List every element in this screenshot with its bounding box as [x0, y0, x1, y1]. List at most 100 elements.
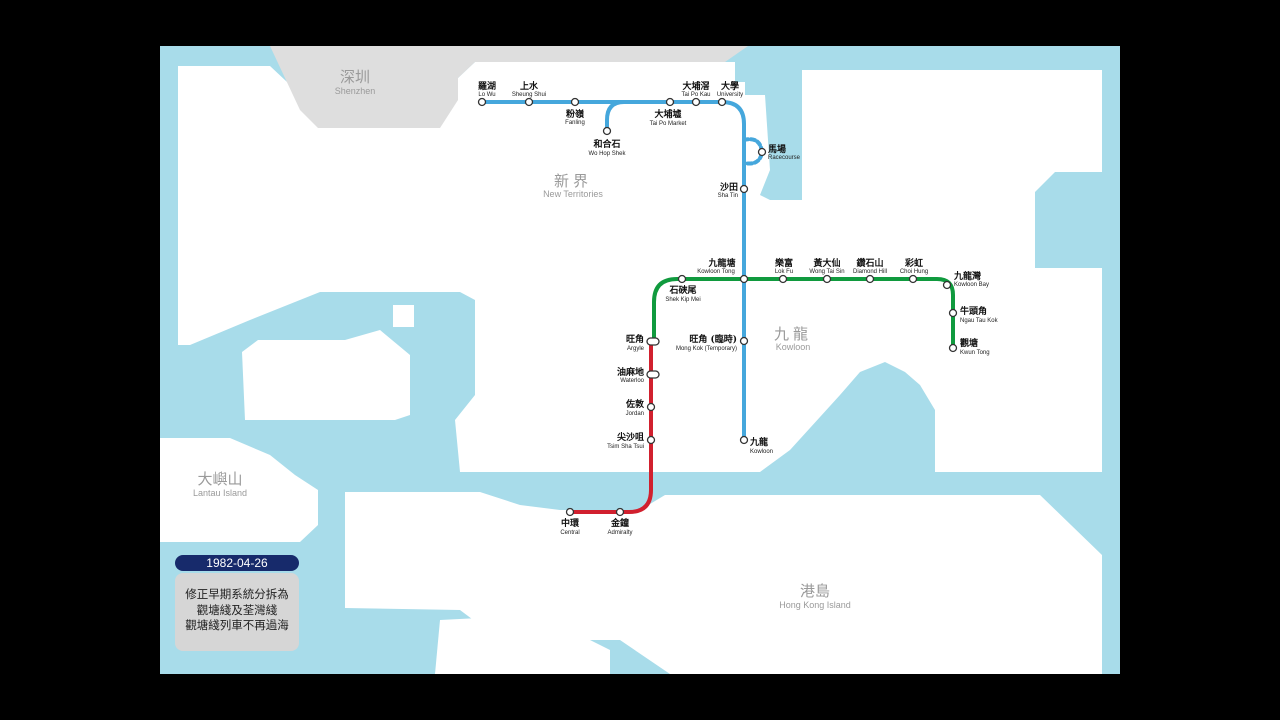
station-wo-hop-shek[interactable] — [602, 126, 612, 136]
station-tai-po-kau[interactable] — [691, 97, 701, 107]
label-argyle-en: Argyle — [627, 346, 645, 352]
station-waterloo[interactable] — [646, 370, 660, 379]
region-new-territories-en: New Territories — [543, 189, 603, 199]
station-choi-hung[interactable] — [908, 274, 918, 284]
station-kowloon[interactable] — [739, 435, 749, 445]
label-wo-hop-shek-zh: 和合石 — [592, 138, 620, 150]
station-sheung-shui[interactable] — [524, 97, 534, 107]
region-hk-island-zh: 港島 — [800, 582, 830, 600]
station-racecourse[interactable] — [757, 147, 767, 157]
label-admiralty-en: Admiralty — [607, 530, 632, 536]
label-jordan-zh: 佐敦 — [625, 398, 645, 410]
label-lo-wu-en: Lo Wu — [478, 92, 495, 98]
region-hk-island-en: Hong Kong Island — [779, 600, 851, 610]
label-tsim-sha-tsui-zh: 尖沙咀 — [617, 431, 644, 443]
label-lo-wu-zh: 羅湖 — [478, 80, 496, 92]
note-line: 觀塘綫列車不再過海 — [185, 618, 289, 632]
label-shek-kip-mei-zh: 石硤尾 — [668, 284, 696, 296]
label-kowloon-en: Kowloon — [750, 449, 773, 455]
label-kowloon-bay-zh: 九龍灣 — [953, 270, 981, 282]
label-wong-tai-sin-zh: 黃大仙 — [812, 257, 840, 269]
label-diamond-hill-en: Diamond Hill — [853, 269, 887, 275]
land-masses — [160, 62, 1102, 674]
label-ngau-tau-kok-en: Ngau Tau Kok — [960, 318, 999, 324]
tsuen-wan-line — [568, 340, 653, 514]
label-wong-tai-sin-en: Wong Tai Sin — [809, 269, 844, 275]
kwun-tong-line — [652, 277, 955, 350]
label-ngau-tau-kok-zh: 牛頭角 — [960, 305, 987, 317]
station-jordan[interactable] — [646, 402, 656, 412]
label-argyle-zh: 旺角 — [626, 333, 644, 345]
station-tai-po-market[interactable] — [665, 97, 675, 107]
region-kowloon-en: Kowloon — [776, 342, 811, 352]
station-fanling[interactable] — [570, 97, 580, 107]
label-racecourse-en: Racecourse — [768, 155, 801, 161]
label-racecourse-zh: 馬場 — [767, 143, 786, 155]
label-central-zh: 中環 — [561, 517, 580, 529]
land-small-island — [393, 305, 414, 327]
label-sheung-shui-zh: 上水 — [520, 80, 539, 92]
label-sheung-shui-en: Sheung Shui — [512, 92, 546, 98]
station-tsim-sha-tsui[interactable] — [646, 435, 656, 445]
label-kwun-tong-en: Kwun Tong — [960, 350, 990, 356]
label-sha-tin-en: Sha Tin — [718, 193, 738, 199]
label-tsim-sha-tsui-en: Tsim Sha Tsui — [607, 444, 644, 450]
label-tai-po-market-zh: 大埔墟 — [654, 108, 681, 120]
land-west-peninsula — [242, 330, 410, 420]
label-shek-kip-mei-en: Shek Kip Mei — [665, 297, 700, 303]
label-tai-po-kau-zh: 大埔滘 — [682, 80, 709, 92]
label-lok-fu-zh: 樂富 — [775, 257, 793, 269]
label-choi-hung-en: Choi Hung — [900, 269, 928, 275]
station-lok-fu[interactable] — [778, 274, 788, 284]
station-diamond-hill[interactable] — [865, 274, 875, 284]
label-wo-hop-shek-en: Wo Hop Shek — [589, 151, 627, 157]
label-mong-kok-temp-en: Mong Kok (Temporary) — [676, 346, 737, 352]
label-diamond-hill-zh: 鑽石山 — [856, 257, 883, 269]
map-frame: 深圳 Shenzhen 新界 New Territories 九龍 Kowloo… — [160, 46, 1120, 674]
region-shenzhen-en: Shenzhen — [335, 86, 376, 96]
label-kowloon-bay-en: Kowloon Bay — [954, 282, 989, 288]
label-kowloon-zh: 九龍 — [749, 436, 768, 448]
label-admiralty-zh: 金鐘 — [610, 517, 629, 529]
stations — [477, 97, 958, 517]
land-shenzhen — [270, 46, 748, 128]
region-labels: 深圳 Shenzhen 新界 New Territories 九龍 Kowloo… — [193, 68, 851, 610]
station-shek-kip-mei[interactable] — [677, 274, 687, 284]
route-map: 深圳 Shenzhen 新界 New Territories 九龍 Kowloo… — [160, 46, 1120, 674]
label-sha-tin-zh: 沙田 — [720, 182, 738, 193]
label-university-en: University — [717, 92, 743, 98]
label-lok-fu-en: Lok Fu — [775, 269, 793, 275]
station-kowloon-bay[interactable] — [942, 280, 952, 290]
label-university-zh: 大學 — [721, 80, 739, 92]
label-fanling-en: Fanling — [565, 120, 585, 126]
station-argyle[interactable] — [646, 337, 660, 346]
label-choi-hung-zh: 彩虹 — [904, 257, 923, 269]
label-tai-po-market-en: Tai Po Market — [650, 121, 687, 127]
label-kowloon-tong-en: Kowloon Tong — [697, 269, 735, 275]
station-central[interactable] — [565, 507, 575, 517]
land-se-corner — [1040, 640, 1102, 674]
station-mong-kok-temp[interactable] — [739, 336, 749, 346]
label-kowloon-tong-zh: 九龍塘 — [707, 257, 735, 269]
note-line: 修正早期系統分拆為 — [185, 587, 289, 601]
label-tai-po-kau-en: Tai Po Kau — [681, 92, 710, 98]
label-waterloo-zh: 油麻地 — [617, 366, 644, 378]
region-shenzhen-zh: 深圳 — [340, 68, 370, 86]
region-kowloon-zh: 九龍 — [774, 325, 812, 343]
label-jordan-en: Jordan — [626, 411, 644, 417]
station-university[interactable] — [717, 97, 727, 107]
label-mong-kok-temp-zh: 旺角 (臨時) — [689, 333, 737, 345]
east-rail-wo-hop-shek-branch — [605, 100, 672, 133]
station-lo-wu[interactable] — [477, 97, 487, 107]
station-wong-tai-sin[interactable] — [822, 274, 832, 284]
station-kowloon-tong[interactable] — [739, 274, 749, 284]
station-kwun-tong[interactable] — [948, 343, 958, 353]
region-lantau-en: Lantau Island — [193, 488, 247, 498]
label-central-en: Central — [560, 530, 579, 536]
date-badge: 1982-04-26 — [175, 555, 299, 571]
region-new-territories-zh: 新界 — [554, 172, 592, 190]
station-admiralty[interactable] — [615, 507, 625, 517]
land-new-territories — [178, 62, 1102, 472]
station-ngau-tau-kok[interactable] — [948, 308, 958, 318]
station-sha-tin[interactable] — [739, 184, 749, 194]
